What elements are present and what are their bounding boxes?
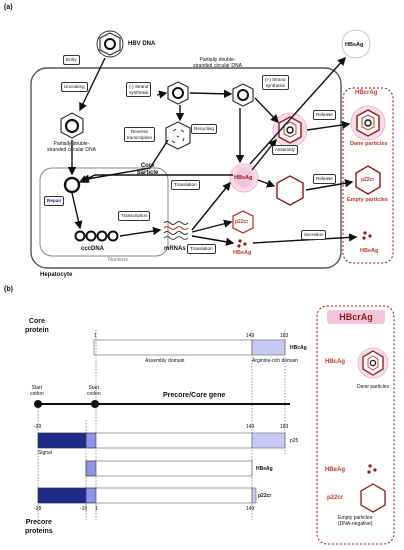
arginine-domain-label: Arginine-rich domain <box>252 358 298 364</box>
core-protein-label: Core protein <box>25 318 49 334</box>
side-hbeag-label: HBeAg <box>325 467 346 473</box>
n-29-label: -29 <box>34 424 42 430</box>
start-codon-label-1: Start codon <box>30 385 44 397</box>
start-codon-label-2: Start codon <box>87 385 101 397</box>
mrna-squiggles <box>163 221 189 240</box>
nucleus-box <box>39 167 169 257</box>
start-codon-dot-1 <box>34 400 42 408</box>
hepatocyte-label: Hepatocyte <box>40 272 73 278</box>
release-box-1: Release <box>313 110 336 120</box>
signal-label: Signal <box>38 450 52 456</box>
reverse-transcription-box: Reverse transcription <box>124 127 156 142</box>
n183-mid: 183 <box>280 424 289 430</box>
hbcag-bar-white <box>93 339 253 356</box>
entry-label: Entry <box>63 55 80 65</box>
cccdna-chain <box>74 230 119 242</box>
side-p22cr-label: p22cr <box>327 495 344 501</box>
assembly-box: Assembly <box>272 145 298 155</box>
uncoated-dna <box>60 112 84 139</box>
partial-dna-right <box>232 83 254 107</box>
hbv-dna-virion <box>96 30 124 58</box>
dene-particles-label: Dene particles <box>357 384 389 390</box>
dane-particle-out <box>350 105 386 141</box>
n-10-label: -10 <box>80 506 88 512</box>
dane-particles-label: Dane particles <box>350 141 388 147</box>
empty-hex-in-cell <box>276 175 304 206</box>
hbsag-out-glow <box>341 29 371 59</box>
hbeag-dots-in <box>237 239 247 248</box>
hbeag-dots-out <box>362 231 372 240</box>
transcription-box: Transcription <box>118 211 151 221</box>
n149-bot: 149 <box>246 506 255 512</box>
cccdna-label: cccDNA <box>81 246 105 252</box>
p22cr-out-label: p22cr <box>361 177 375 183</box>
hbcag-bar-label: HBcAg <box>290 345 307 351</box>
partial-dna-left-label: Partially double- stranded circular DNA <box>47 141 96 153</box>
side-hbcag-label: HBcAg <box>325 359 346 365</box>
uncoating-label: Uncoating <box>61 82 88 92</box>
translation-box-2: Translation <box>187 244 216 254</box>
start-codon-dot-2 <box>91 400 99 408</box>
release-box-2: Release <box>313 174 336 184</box>
minus-strand-box: (-) Strand synthesis <box>126 82 152 97</box>
partial-dna-top-label: Partially double- stranded circular DNA <box>193 57 242 69</box>
partial-dna-top <box>167 81 189 105</box>
hbeag-bar-label: HBeAg <box>256 466 273 472</box>
nuclear-rcdna <box>63 176 81 194</box>
side-hbeag-dots <box>367 464 377 474</box>
n149-mid: 149 <box>246 424 255 430</box>
plus-strand-box: (+) Strand synthesis <box>262 75 289 90</box>
mrnas-label: mRNAs <box>164 246 186 252</box>
core-particle <box>165 121 191 150</box>
side-hbcrag-title: HBcrAg <box>327 310 385 324</box>
hbcag-bar-arginine <box>251 339 286 356</box>
side-dane-particle <box>357 347 389 379</box>
core-particle-label: Core particle <box>137 163 159 176</box>
hepatocyte-cell <box>30 67 342 269</box>
hbv-dna-title: HBV DNA <box>128 41 156 47</box>
p22cr-bar-label: p22cr <box>258 493 272 499</box>
nucleus-label: Nucleus <box>108 257 128 263</box>
hbeag-out-label: HBeAg <box>360 248 379 254</box>
panel-b-label: (b) <box>4 286 13 293</box>
repair-box: Repair <box>44 196 65 206</box>
precore-proteins-label: Precore proteins <box>25 519 53 535</box>
translation-box-1: Translation <box>171 180 200 190</box>
hbcrag-box-b <box>316 305 395 545</box>
p22cr-label: p22cr <box>235 219 249 225</box>
empty-particles-label: Empty particles <box>347 197 388 203</box>
hbsag-glow <box>229 163 259 193</box>
p22cr-hex <box>232 210 254 234</box>
n1-bot: 1 <box>95 506 98 512</box>
hbsag-in-label: HBsAg <box>234 175 253 181</box>
side-empty-particle <box>360 483 386 513</box>
p25-label: p25 <box>290 438 299 444</box>
recycling-box: Recycling <box>191 124 217 134</box>
n1-top: 1 <box>94 333 97 339</box>
empty-particle-out <box>355 165 381 195</box>
assembly-domain-label: Assembly domain <box>145 358 185 364</box>
gene-label: Precore/Core gene <box>163 392 226 399</box>
hbcrag-label-a: HBcrAg <box>355 90 378 96</box>
hbsag-out-label: HBsAg <box>345 42 364 48</box>
n-28-label: -28 <box>34 506 42 512</box>
hbeag-in-label: HBeAg <box>233 250 252 256</box>
n183-top: 183 <box>280 333 289 339</box>
panel-a-label: (a) <box>4 4 13 11</box>
empty-particles-neg-label: Empty particles (DNA-negative) <box>338 515 373 527</box>
secretion-box: Secretion <box>301 230 327 240</box>
n149-top: 149 <box>246 333 255 339</box>
assembly-dane-particle <box>272 112 308 148</box>
